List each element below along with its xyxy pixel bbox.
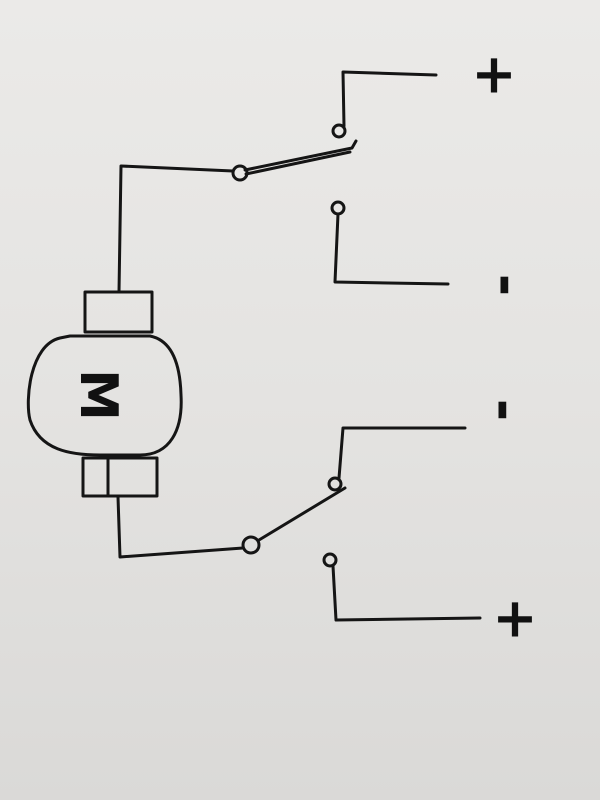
motor-upper-brush <box>83 290 154 334</box>
wire-bottom-plus <box>331 564 482 622</box>
switch2-contact-upper <box>327 476 343 492</box>
motor-label: M <box>68 369 128 421</box>
terminal-plus-bottom: + <box>492 587 537 650</box>
motor-lower-brush <box>81 456 159 498</box>
terminal-minus-bottom: - <box>473 399 536 421</box>
switch1-lever <box>243 139 358 176</box>
switch2-contact-lower <box>322 552 338 568</box>
wire-top-plus <box>341 70 438 128</box>
wire-bottom-minus <box>337 426 467 480</box>
wire-motor-bottom <box>116 495 245 559</box>
motor-body <box>26 334 183 457</box>
switch1-contact-lower <box>330 200 346 216</box>
wire-motor-top <box>117 164 235 294</box>
switch1-pivot <box>231 164 249 182</box>
switch2-pivot <box>241 535 261 555</box>
switch2-lever <box>257 486 347 542</box>
terminal-minus-top: - <box>475 274 538 296</box>
wire-top-minus <box>333 212 450 286</box>
terminal-plus-top: + <box>471 43 516 106</box>
switch1-contact-upper <box>331 123 347 139</box>
